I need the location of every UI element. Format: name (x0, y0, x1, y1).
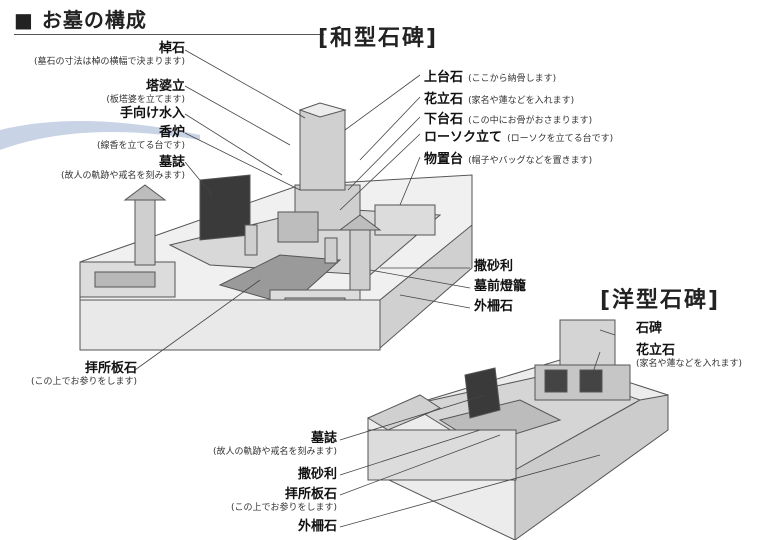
label-saoishi: 棹石(墓石の寸法は棹の横幅で決まります) (33, 41, 185, 67)
label-yo-hanatateishi: 花立石(家名や蓮などを入れます) (636, 343, 743, 369)
label-haishoitaishi: 拝所板石(この上でお参りをします) (30, 361, 137, 387)
label-sekihi: 石碑 (636, 321, 663, 336)
page-title: ■ お墓の構成 (14, 8, 147, 32)
label-jodaiishi: 上台石 (ここから納骨します) (424, 70, 557, 85)
label-yo-makijari: 撒砂利 (297, 467, 337, 482)
label-hanatateishi: 花立石 (家名や蓮などを入れます) (424, 92, 575, 107)
background-swoosh (0, 120, 200, 150)
wa-grave-illustration (79, 102, 473, 351)
yo-section-title: [洋型石碑] (600, 288, 721, 313)
label-bozentourou: 墓前燈籠 (474, 279, 527, 294)
yo-grave-illustration (366, 319, 669, 540)
label-toubatate: 塔婆立(板塔婆を立てます) (106, 79, 185, 105)
label-tamukemizuire: 手向け水入 (119, 106, 185, 121)
label-makijari: 撒砂利 (474, 259, 514, 274)
leader-lines (134, 49, 616, 528)
title-underline (14, 34, 324, 35)
label-monooki: 物置台 (帽子やバッグなどを置きます) (424, 152, 593, 167)
label-yo-haishoitaishi: 拝所板石(この上でお参りをします) (230, 487, 337, 513)
wa-section-title: [和型石碑] (318, 26, 439, 51)
label-boshi: 墓誌(故人の軌跡や戒名を刻みます) (60, 155, 185, 181)
label-yo-boshi: 墓誌(故人の軌跡や戒名を刻みます) (212, 431, 337, 457)
label-kouro: 香炉(線香を立てる台です) (96, 125, 185, 151)
label-yo-gaisakuishi: 外柵石 (297, 519, 337, 534)
label-gedaiishi: 下台石 (この中にお骨がおさまります) (424, 112, 593, 127)
label-gaisakuishi: 外柵石 (474, 299, 514, 314)
label-rousokutate: ローソク立て (ローソクを立てる台です) (424, 130, 614, 145)
